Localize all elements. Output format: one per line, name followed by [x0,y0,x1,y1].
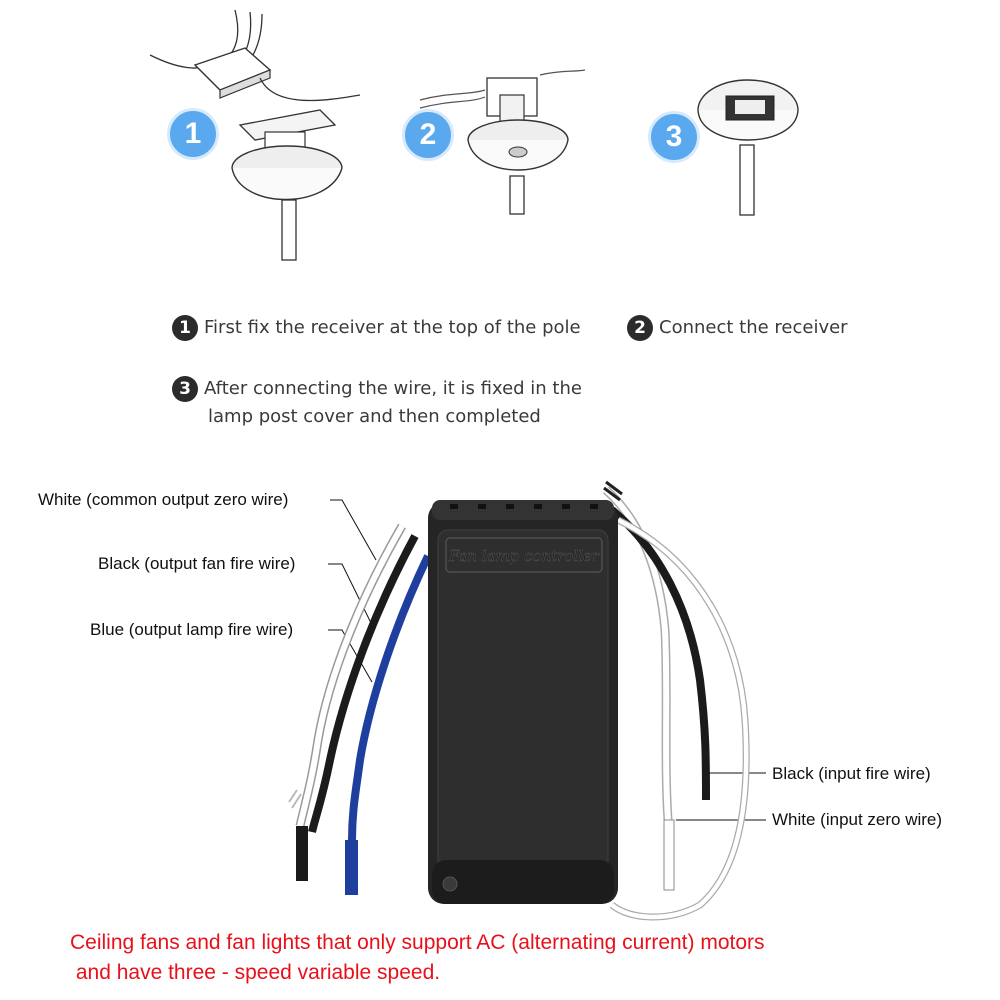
step-1-text: First fix the receiver at the top of the… [204,317,581,338]
step-3-text-line1: After connecting the wire, it is fixed i… [204,378,582,399]
receiver-box: Fan lamp controller [428,500,618,904]
compatibility-note-line2: and have three - speed variable speed. [70,961,441,984]
installation-illustrations [149,9,799,261]
step-2-text: Connect the receiver [659,317,848,338]
label-blue-output-wire: Blue (output lamp fire wire) [90,620,294,639]
blue-output-wire-tip [345,840,358,895]
ir-sensor [442,876,458,892]
step-3-text-line2: lamp post cover and then completed [208,406,541,427]
step-2-number: 2 [627,315,653,341]
illustration-step-3 [697,79,799,216]
compatibility-note-line1: Ceiling fans and fan lights that only su… [70,931,765,954]
receiver-label: Fan lamp controller [448,547,600,565]
step-1-instruction: 1 First fix the receiver at the top of th… [172,314,581,342]
step-2-instruction: 2 Connect the receiver [627,314,848,342]
step-badge-3-number: 3 [665,120,683,153]
step-3-instruction: 3 After connecting the wire, it is fixed … [172,375,582,403]
illustration-step-2 [419,69,586,215]
label-white-output-wire: White (common output zero wire) [38,490,289,509]
leader-lines [328,499,766,821]
step-badge-3: 3 [648,111,700,163]
label-black-input-wire: Black (input fire wire) [772,764,931,783]
step-badge-1-number: 1 [184,117,202,150]
step-3-number: 3 [172,376,198,402]
compatibility-note: Ceiling fans and fan lights that only su… [70,928,970,988]
step-badge-2: 2 [402,109,454,161]
receiver-wiring-diagram: Fan lamp controller [288,480,766,921]
step-badge-2-number: 2 [419,118,437,151]
step-1-number: 1 [172,315,198,341]
black-output-wire-tip [296,826,308,881]
label-black-output-wire: Black (output fan fire wire) [98,554,296,573]
label-white-input-wire: White (input zero wire) [772,810,943,829]
step-badge-1: 1 [167,108,219,160]
illustration-step-1 [149,9,361,261]
